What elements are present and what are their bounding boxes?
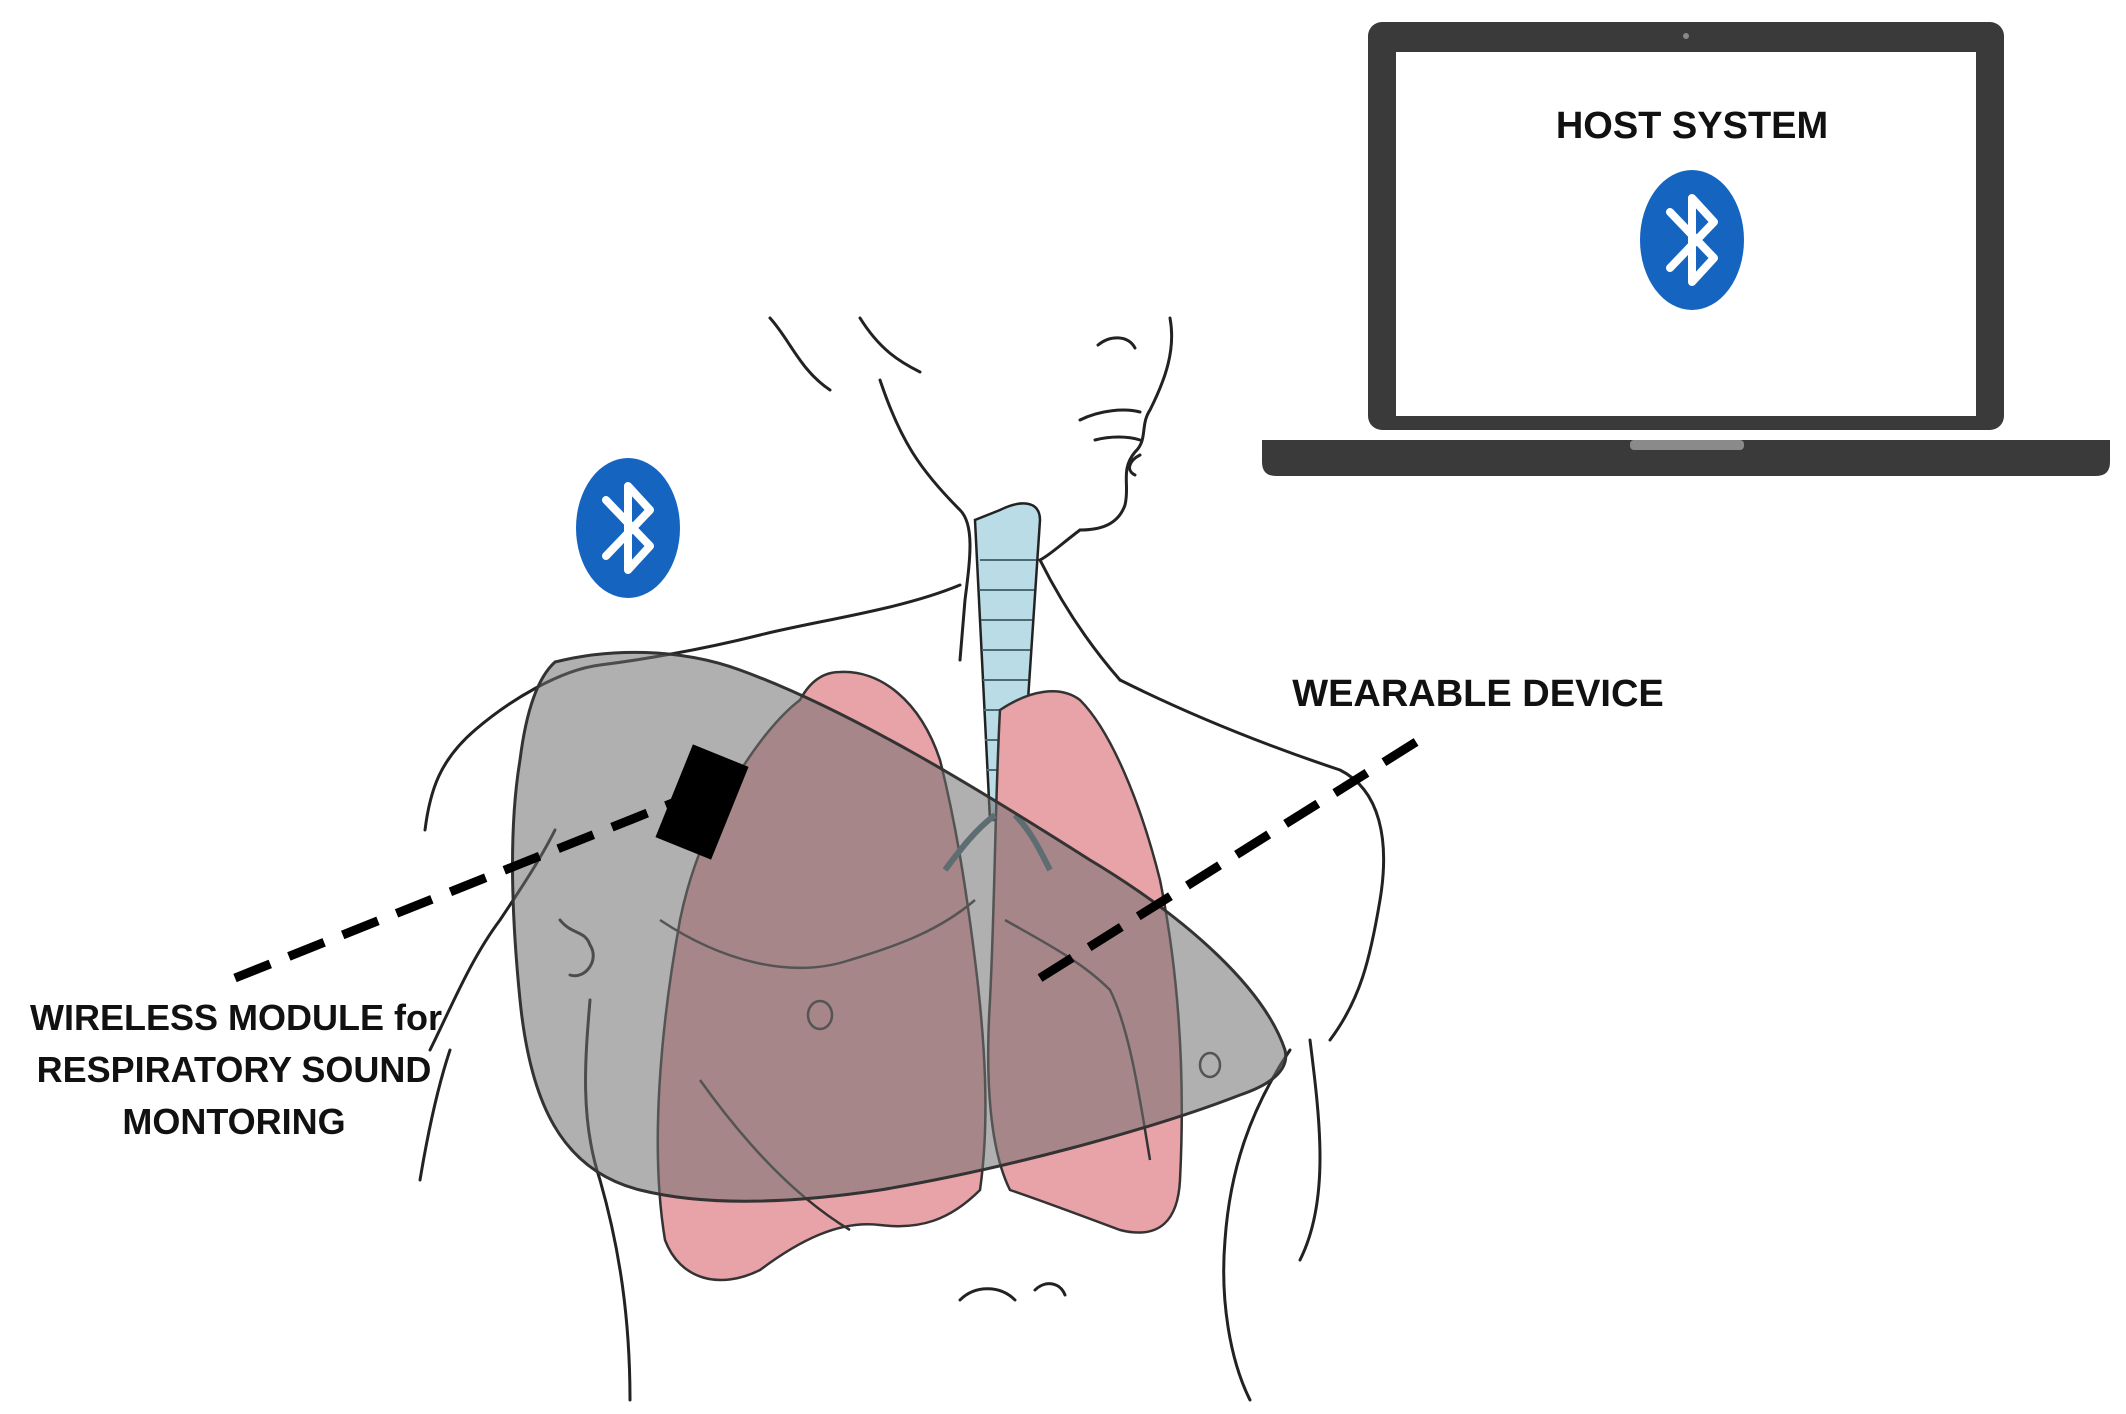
body-outline <box>418 316 1386 1402</box>
bluetooth-host-icon <box>1640 170 1744 310</box>
wireless-module-label-line2: RESPIRATORY SOUND <box>37 1049 432 1090</box>
wireless-module-block <box>655 744 749 860</box>
wireless-module-label-line3: MONTORING <box>122 1101 345 1142</box>
bluetooth-body-icon <box>576 458 680 598</box>
wireless-module-label-line1: WIRELESS MODULE for <box>30 997 442 1038</box>
wearable-device-leader-line <box>1037 728 1435 982</box>
host-system-label: HOST SYSTEM <box>1556 105 1828 147</box>
wearable-device-label: WEARABLE DEVICE <box>1292 673 1664 715</box>
wireless-module-leader-line <box>233 795 682 983</box>
